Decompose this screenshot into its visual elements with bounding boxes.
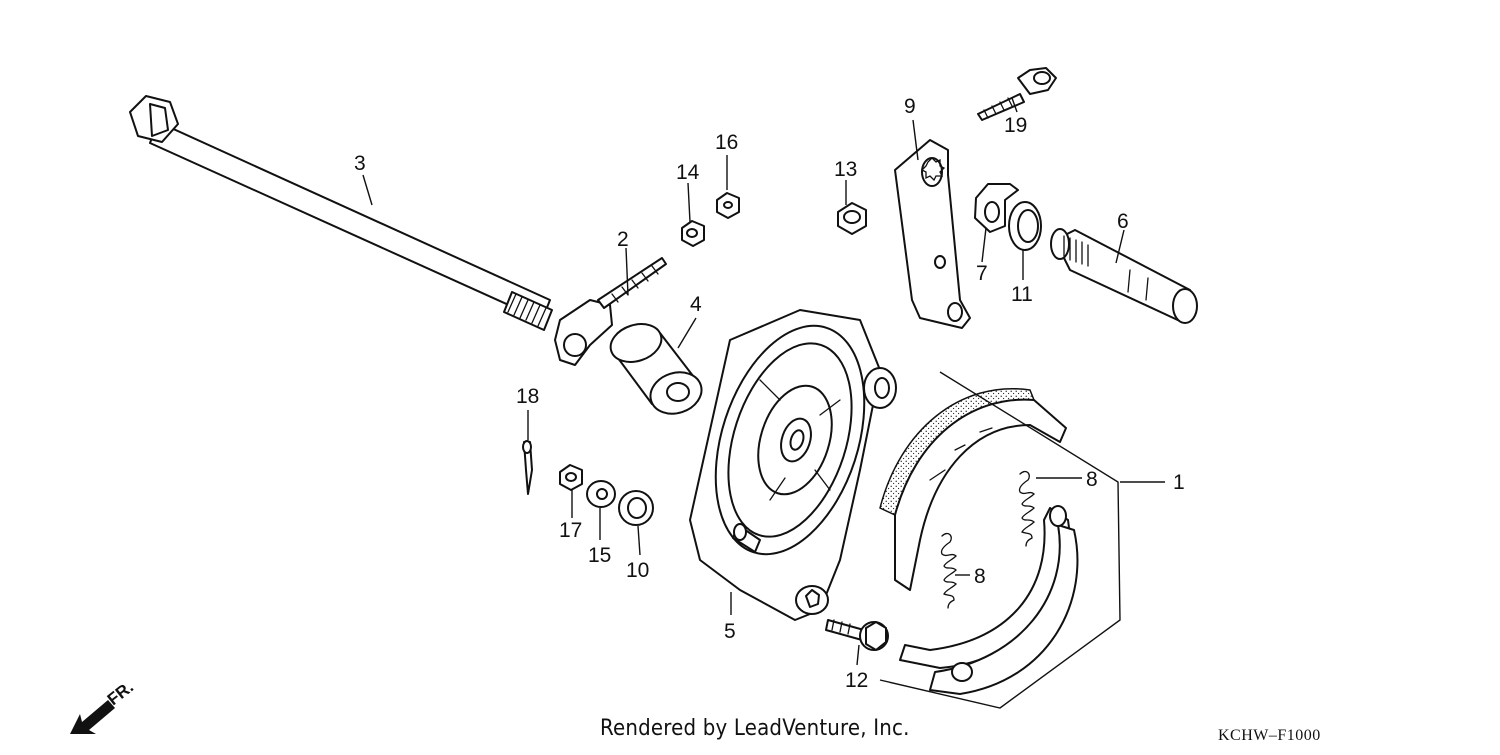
- spring-lower-part: [940, 532, 957, 609]
- diagram-code: KCHW–F1000: [1218, 727, 1321, 744]
- front-direction-arrow-icon: FR.: [70, 677, 137, 734]
- nut-16-part: [716, 192, 740, 219]
- part-label-8a: 8: [1086, 468, 1098, 491]
- part-label-15: 15: [588, 544, 611, 567]
- part-label-10: 10: [626, 559, 649, 582]
- part-label-12: 12: [845, 669, 868, 692]
- brake-shoe-upper-part: [879, 388, 1067, 591]
- part-label-2: 2: [617, 228, 629, 251]
- part-label-1: 1: [1173, 471, 1185, 494]
- washer-15-part: [586, 480, 616, 508]
- shoe-set-bracket: [879, 371, 1121, 709]
- bolt-19-part: [977, 67, 1057, 121]
- part-label-14: 14: [676, 161, 700, 184]
- seal-10-part: [618, 490, 654, 526]
- part-label-5: 5: [724, 620, 736, 643]
- indicator-plate-part: [974, 183, 1019, 233]
- part-label-17: 17: [559, 519, 582, 542]
- brake-cam-part: [1050, 228, 1198, 324]
- brake-panel-part: [689, 309, 897, 621]
- part-label-13: 13: [834, 158, 857, 181]
- nut-17-part: [559, 464, 583, 491]
- collar-part: [609, 323, 703, 415]
- part-label-7: 7: [976, 262, 988, 285]
- part-label-19: 19: [1004, 114, 1027, 137]
- brake-stopper-bolt-part: [554, 257, 667, 366]
- brake-shoe-lower-part: [899, 505, 1079, 695]
- felt-seal-part: [1008, 201, 1042, 251]
- part-label-4: 4: [690, 293, 702, 316]
- nut-13-part: [837, 202, 867, 235]
- render-credit: Rendered by LeadVenture, Inc.: [600, 716, 910, 741]
- bolt-12-part: [825, 619, 889, 651]
- spring-upper-part: [1018, 470, 1035, 547]
- part-label-3: 3: [354, 152, 366, 175]
- part-label-11: 11: [1011, 283, 1033, 306]
- part-label-9: 9: [904, 95, 916, 118]
- part-label-18: 18: [516, 385, 539, 408]
- nut-14-part: [681, 220, 705, 247]
- axle-part: [129, 95, 553, 331]
- part-label-6: 6: [1117, 210, 1129, 233]
- brake-arm-part: [894, 139, 971, 329]
- leader-lines: [362, 97, 1165, 666]
- part-label-16: 16: [715, 131, 738, 154]
- cotter-pin-part: [522, 440, 533, 495]
- part-label-8b: 8: [974, 565, 986, 588]
